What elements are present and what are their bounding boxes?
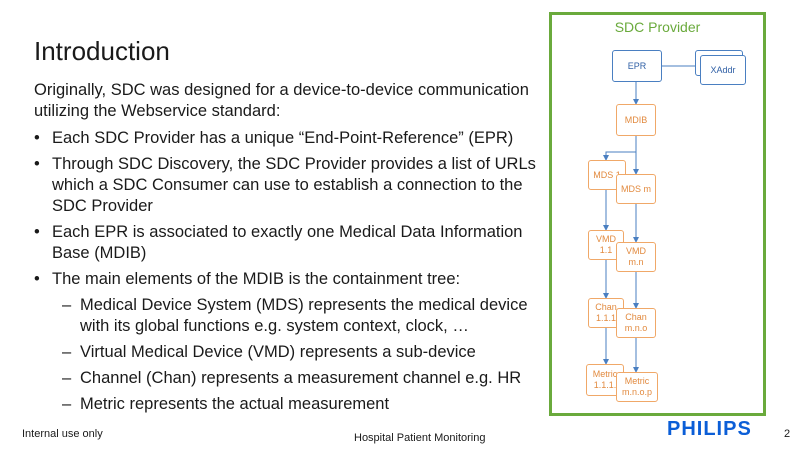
bullet-epr: Each SDC Provider has a unique “End-Poin… [34, 128, 544, 149]
chanmno-node: Chan m.n.o [616, 308, 656, 338]
page-number: 2 [784, 428, 791, 440]
footer-classification: Internal use only [22, 428, 103, 440]
intro-text: Originally, SDC was designed for a devic… [34, 81, 529, 120]
xaddr-node: XAddr [700, 55, 746, 85]
slide-body: Originally, SDC was designed for a devic… [34, 80, 544, 420]
mdib-node: MDIB [616, 104, 656, 136]
vmdmn-node: VMD m.n [616, 242, 656, 272]
subbullet-metric: Metric represents the actual measurement [34, 394, 544, 415]
bullet-mdib: Each EPR is associated to exactly one Me… [34, 222, 544, 264]
sdc-provider-title: SDC Provider [614, 19, 701, 35]
subbullet-chan: Channel (Chan) represents a measurement … [34, 368, 544, 389]
metricmnop-node: Metric m.n.o.p [616, 372, 658, 402]
subbullet-vmd: Virtual Medical Device (VMD) represents … [34, 342, 544, 363]
footer-title: Hospital Patient Monitoring [354, 432, 486, 444]
bullet-list: Each SDC Provider has a unique “End-Poin… [34, 128, 544, 415]
epr-node: EPR [612, 50, 662, 82]
bullet-discovery: Through SDC Discovery, the SDC Provider … [34, 154, 544, 217]
bullet-containment-tree: The main elements of the MDIB is the con… [34, 269, 544, 290]
mdsm-node: MDS m [616, 174, 656, 204]
subbullet-mds: Medical Device System (MDS) represents t… [34, 295, 544, 337]
philips-logo: PHILIPS [667, 418, 752, 440]
sdc-provider-frame: SDC Provider [549, 12, 766, 416]
slide-title: Introduction [34, 36, 170, 66]
